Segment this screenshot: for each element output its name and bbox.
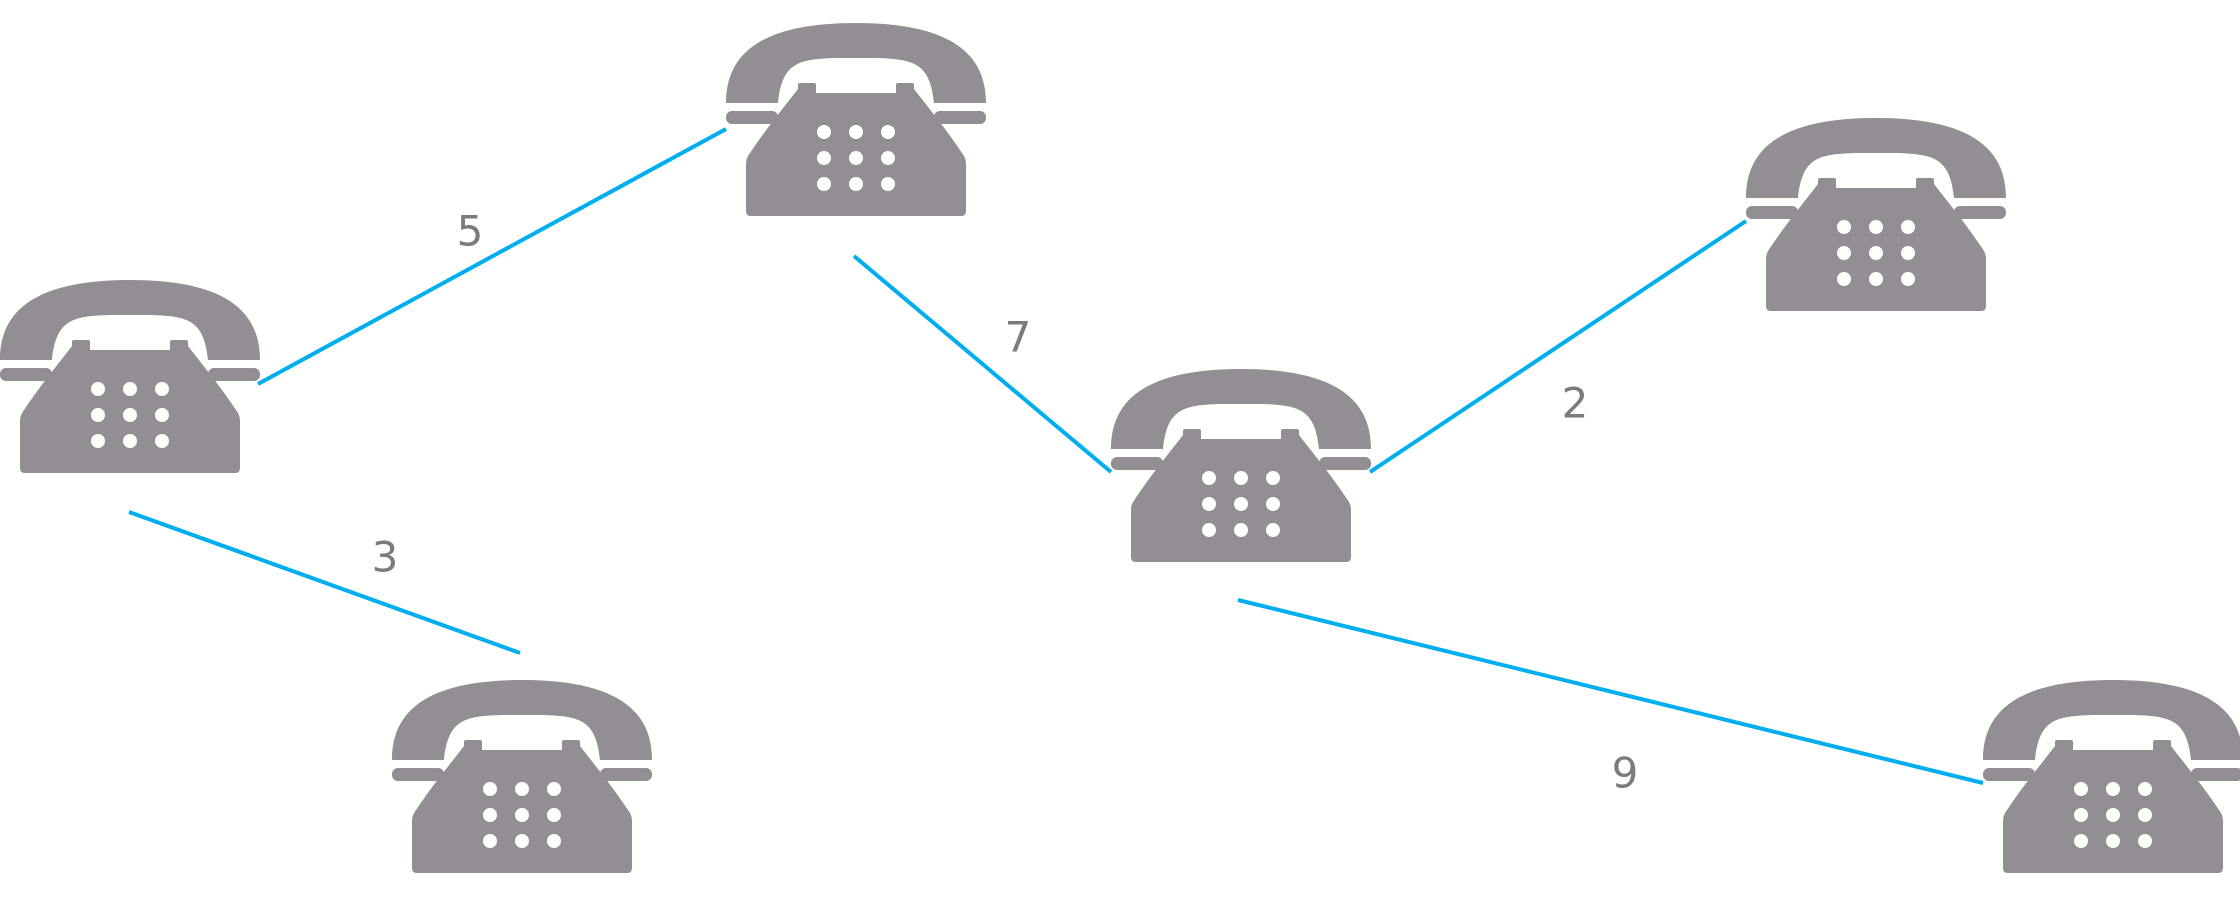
edge-phone-c-phone-e	[1368, 219, 1748, 474]
telephone-icon	[1983, 680, 2240, 873]
edge-weight-label: 5	[457, 207, 484, 256]
telephone-icon	[0, 280, 260, 473]
edge-weight-label: 7	[1005, 313, 1032, 362]
edge-weight-label: 9	[1612, 749, 1639, 798]
edges-layer	[128, 127, 1984, 785]
telephone-icon	[1111, 369, 1371, 562]
nodes-layer	[0, 23, 2240, 873]
edge-phone-c-phone-f	[1237, 598, 1984, 785]
edge-phone-a-phone-b	[257, 127, 727, 386]
edge-weight-label: 3	[372, 533, 399, 582]
edge-labels-layer: 5 3 7 2 9	[372, 207, 1639, 798]
telephone-icon	[1746, 118, 2006, 311]
edge-phone-b-phone-c	[852, 254, 1113, 474]
edge-phone-a-phone-d	[128, 510, 521, 655]
telephone-icon	[392, 680, 652, 873]
edge-weight-label: 2	[1562, 379, 1589, 428]
telephone-icon	[726, 23, 986, 216]
